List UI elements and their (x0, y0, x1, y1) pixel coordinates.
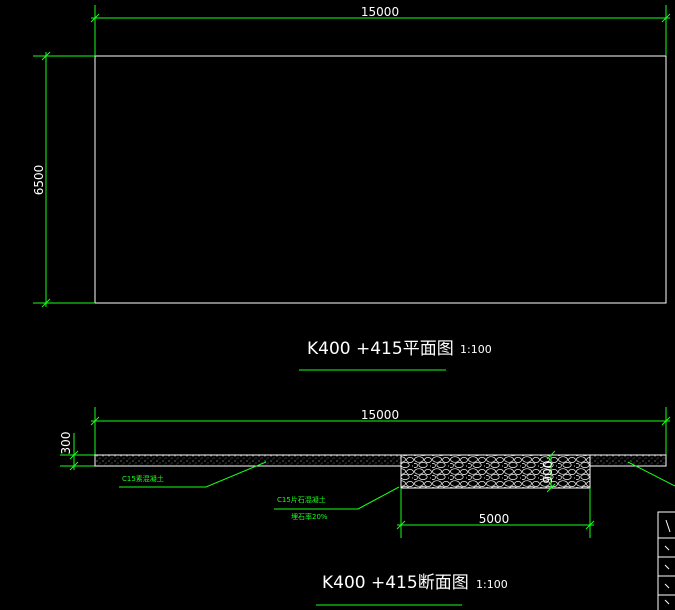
plan-length-text: 15000 (361, 5, 399, 19)
section-view: 15000 300 900 50 (59, 407, 675, 606)
plan-length-dimension: 15000 (90, 5, 671, 56)
concrete-slab-left (94, 454, 402, 467)
concrete-leader: C15素混凝土 (119, 461, 267, 488)
section-length-text: 15000 (361, 408, 399, 422)
plan-width-dimension: 6500 (32, 51, 95, 308)
rubble-label: C15片石混凝土 (277, 495, 326, 504)
concrete-slab-right (589, 454, 667, 467)
right-edge-leader (627, 461, 675, 487)
section-scale: 1:100 (476, 578, 508, 591)
concrete-label: C15素混凝土 (122, 474, 164, 483)
plan-scale: 1:100 (460, 343, 492, 356)
plan-title: K400 +415平面图 (307, 339, 454, 359)
trench-width-dimension: 5000 (396, 488, 595, 538)
section-length-dimension: 15000 (90, 407, 671, 455)
section-thickness-text: 300 (59, 432, 73, 455)
rubble-ratio-label: 埋石率20% (291, 512, 328, 521)
plan-view: 15000 6500 K400 +415平面图 1:100 (32, 5, 671, 371)
trench-depth-dimension: 900 (541, 450, 556, 493)
trench-width-text: 5000 (479, 512, 510, 526)
section-title: K400 +415断面图 (322, 573, 469, 593)
rubble-leader: C15片石混凝土 埋石率20% (274, 486, 400, 521)
section-thickness-dimension: 300 (59, 432, 95, 471)
title-block-fragment (657, 511, 675, 610)
plan-width-text: 6500 (32, 165, 46, 196)
plan-slab-outline (94, 55, 667, 304)
rubble-concrete-block (400, 454, 591, 489)
trench-depth-text: 900 (541, 461, 555, 484)
